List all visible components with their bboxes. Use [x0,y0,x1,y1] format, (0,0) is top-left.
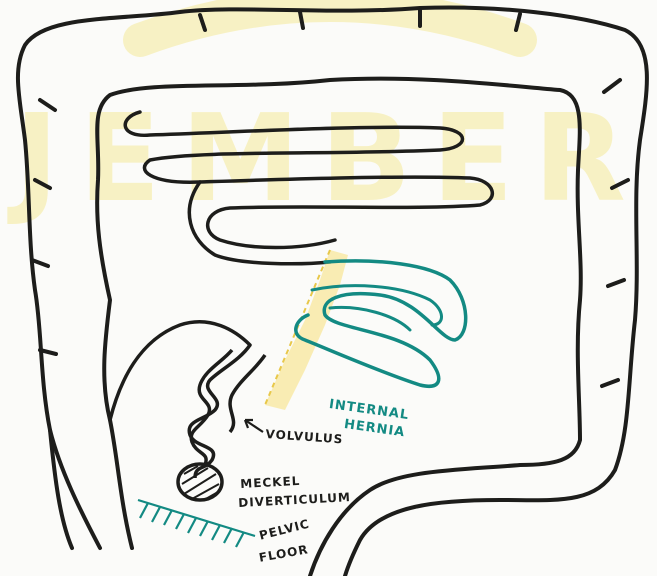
pelvic-floor [138,500,255,547]
hernia-highlight [265,250,348,410]
watermark: JEMBER [7,5,646,229]
volvulus-twist-outer [189,345,250,478]
volvulus [189,345,265,478]
volvulus-arrow [245,420,263,432]
pelvic-floor-line [138,500,255,536]
meckel-label-1: MECKEL [240,475,301,490]
pelvic-floor-hatches [140,503,244,547]
internal-hernia [265,250,466,410]
